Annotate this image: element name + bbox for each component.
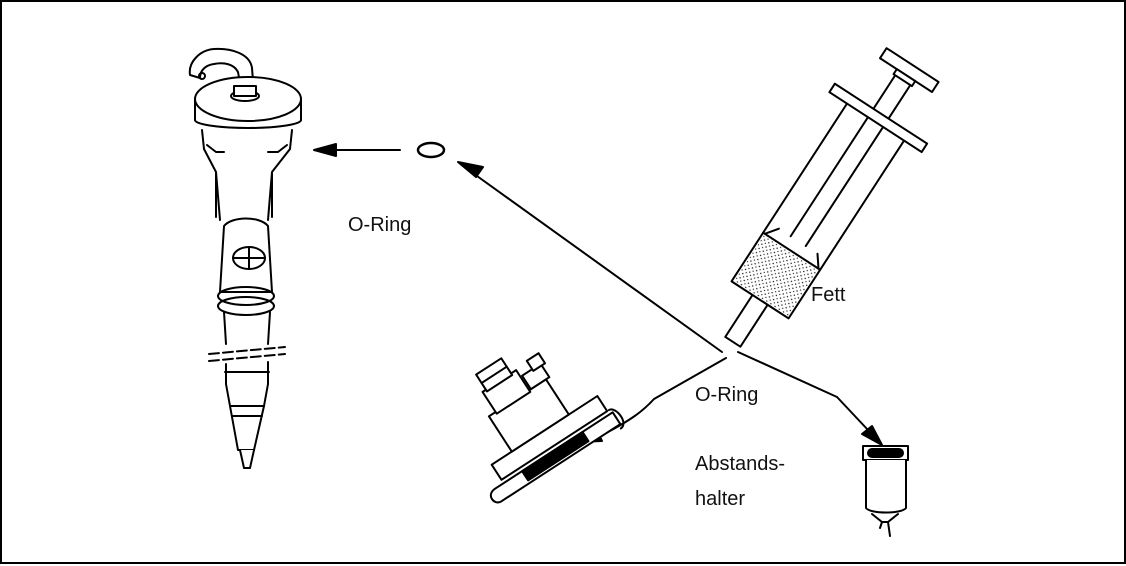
spacer-label-line1: Abstands- <box>695 453 786 475</box>
grease-syringe <box>724 47 940 348</box>
grease-label: Fett <box>811 284 846 306</box>
injector <box>188 47 302 469</box>
spacer-label-line2: halter <box>695 488 746 510</box>
o-ring-label-lower: O-Ring <box>695 384 759 406</box>
o-ring-part <box>416 141 446 159</box>
injector-holder <box>475 352 625 504</box>
spacer-part <box>862 445 909 537</box>
arrow-to-spacer <box>737 351 883 446</box>
o-ring-label: O-Ring <box>348 214 412 236</box>
arrow-to-o-ring <box>457 161 723 353</box>
arrow-to-injector <box>313 143 401 157</box>
